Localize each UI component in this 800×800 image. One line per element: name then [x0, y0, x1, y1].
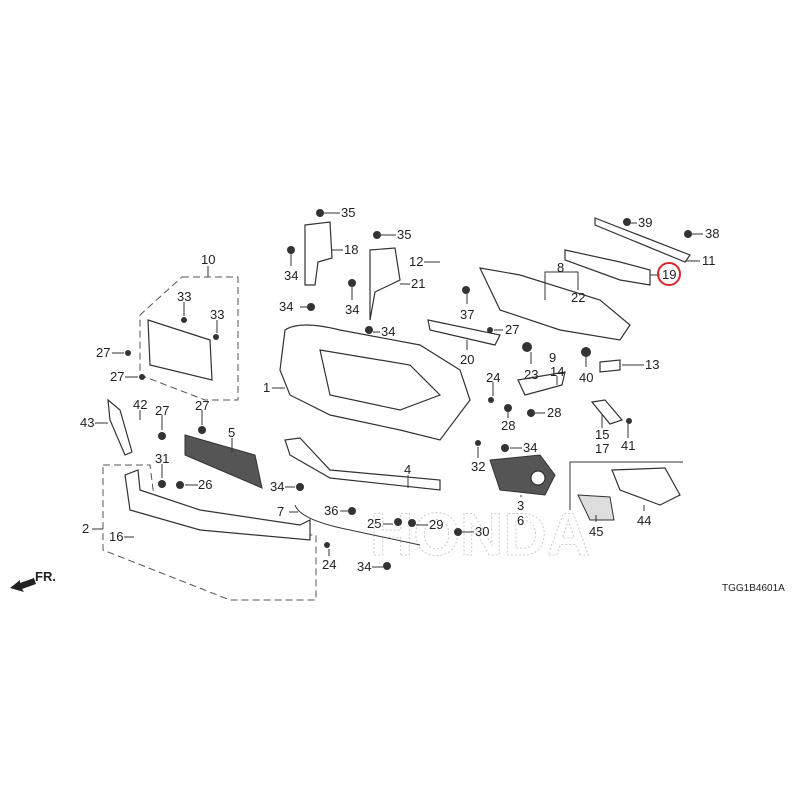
- callout-23[interactable]: 23: [524, 367, 538, 382]
- callout-34[interactable]: 34: [279, 299, 293, 314]
- callout-20[interactable]: 20: [460, 352, 474, 367]
- group-box-10: [139, 276, 239, 401]
- callout-43[interactable]: 43: [80, 415, 94, 430]
- fasteners: [125, 209, 692, 570]
- callout-38[interactable]: 38: [705, 226, 719, 241]
- callout-9[interactable]: 9: [549, 350, 556, 365]
- callout-40[interactable]: 40: [579, 370, 593, 385]
- part-strip-7: [294, 504, 421, 546]
- front-direction-indicator: FR.: [10, 569, 56, 592]
- callout-31[interactable]: 31: [155, 451, 169, 466]
- watermark: HONDA: [370, 501, 590, 568]
- callout-15[interactable]: 15: [595, 427, 609, 442]
- callout-17[interactable]: 17: [595, 441, 609, 456]
- callout-37[interactable]: 37: [460, 307, 474, 322]
- part-fog-ring: [530, 470, 546, 486]
- callout-11[interactable]: 11: [702, 253, 716, 268]
- part-plate-10: [147, 319, 213, 381]
- callout-28[interactable]: 28: [501, 418, 515, 433]
- callout-34[interactable]: 34: [381, 324, 395, 339]
- callout-45[interactable]: 45: [589, 524, 603, 539]
- part-15: [590, 399, 624, 425]
- callout-27[interactable]: 27: [195, 398, 209, 413]
- part-fog-cover-3: [489, 454, 556, 496]
- callout-27[interactable]: 27: [505, 322, 519, 337]
- callout-34[interactable]: 34: [357, 559, 371, 574]
- callout-10[interactable]: 10: [201, 252, 215, 267]
- part-grille-5: [184, 434, 263, 489]
- callout-34[interactable]: 34: [523, 440, 537, 455]
- callout-25[interactable]: 25: [367, 516, 381, 531]
- callout-26[interactable]: 26: [198, 477, 212, 492]
- callout-41[interactable]: 41: [621, 438, 635, 453]
- callout-35[interactable]: 35: [341, 205, 355, 220]
- part-18: [304, 221, 333, 286]
- part-spoiler-4: [284, 437, 441, 491]
- callout-16[interactable]: 16: [109, 529, 123, 544]
- part-43: [107, 398, 133, 456]
- part-14: [517, 371, 566, 396]
- callout-7[interactable]: 7: [277, 504, 284, 519]
- part-21: [369, 247, 401, 321]
- callout-34[interactable]: 34: [345, 302, 359, 317]
- callout-39[interactable]: 39: [638, 215, 652, 230]
- callout-27[interactable]: 27: [110, 369, 124, 384]
- callout-44[interactable]: 44: [637, 513, 651, 528]
- group-box-2: [102, 464, 317, 601]
- callout-36[interactable]: 36: [324, 503, 338, 518]
- callout-14[interactable]: 14: [550, 364, 564, 379]
- inset-box: [569, 461, 683, 510]
- callout-27[interactable]: 27: [96, 345, 110, 360]
- part-bumper-opening: [319, 349, 442, 411]
- callout-28[interactable]: 28: [547, 405, 561, 420]
- part-45: [577, 494, 615, 521]
- callout-22[interactable]: 22: [571, 290, 585, 305]
- leader-lines: [92, 212, 703, 568]
- callout-2[interactable]: 2: [82, 521, 89, 536]
- callout-32[interactable]: 32: [471, 459, 485, 474]
- callout-12[interactable]: 12: [409, 254, 423, 269]
- part-20: [427, 319, 501, 346]
- callout-19[interactable]: 19: [662, 267, 676, 282]
- part-beam-11: [594, 217, 691, 263]
- callout-6[interactable]: 6: [517, 513, 524, 528]
- callout-35[interactable]: 35: [397, 227, 411, 242]
- callout-13[interactable]: 13: [645, 357, 659, 372]
- callout-1[interactable]: 1: [263, 380, 270, 395]
- callout-33[interactable]: 33: [210, 307, 224, 322]
- front-label: FR.: [35, 569, 56, 584]
- callout-42[interactable]: 42: [133, 397, 147, 412]
- callout-29[interactable]: 29: [429, 517, 443, 532]
- callout-34[interactable]: 34: [284, 268, 298, 283]
- callout-3[interactable]: 3: [517, 498, 524, 513]
- part-lip-2: [124, 469, 311, 541]
- callout-21[interactable]: 21: [411, 276, 425, 291]
- callout-24[interactable]: 24: [486, 370, 500, 385]
- callout-4[interactable]: 4: [404, 462, 411, 477]
- part-bracket-19: [564, 249, 651, 286]
- part-13: [599, 359, 621, 373]
- callout-34[interactable]: 34: [270, 479, 284, 494]
- callout-8[interactable]: 8: [557, 260, 564, 275]
- part-grille-8: [478, 267, 631, 341]
- callout-labels: 35 35 18 34 34 12 21 34 34 10 33 33 27 2…: [80, 205, 719, 574]
- highlight-circle: [657, 262, 681, 286]
- diagram-code: TGG1B4601A: [722, 583, 785, 594]
- callout-27[interactable]: 27: [155, 403, 169, 418]
- callout-30[interactable]: 30: [475, 524, 489, 539]
- callout-24[interactable]: 24: [322, 557, 336, 572]
- callout-33[interactable]: 33: [177, 289, 191, 304]
- callout-5[interactable]: 5: [228, 425, 235, 440]
- part-44: [611, 467, 681, 506]
- callout-18[interactable]: 18: [344, 242, 358, 257]
- front-arrow-icon: [10, 578, 36, 592]
